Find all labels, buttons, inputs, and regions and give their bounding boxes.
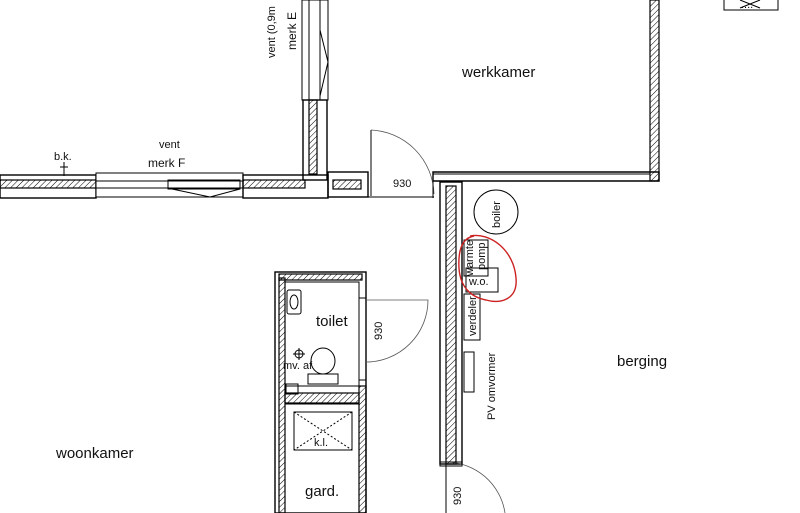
door-toilet-frame bbox=[358, 297, 367, 381]
kl-label: k.l. bbox=[314, 437, 328, 449]
merk-e-sash bbox=[319, 29, 329, 97]
markup-circle bbox=[458, 234, 517, 303]
washbasin bbox=[286, 289, 302, 315]
corner-tag-box bbox=[723, 0, 779, 11]
wall-merk-e-lower-hatch bbox=[308, 99, 318, 175]
toilet-wall-hatch-left bbox=[278, 277, 286, 513]
door-berging-swing bbox=[445, 461, 506, 513]
corner-tag-label: .... bbox=[741, 0, 753, 11]
mv-af-label: mv. af bbox=[283, 360, 313, 372]
north-wall-left-hatch bbox=[0, 179, 97, 189]
room-label-garderobe: gard. bbox=[305, 483, 339, 500]
toilet-east-wall-lower bbox=[358, 385, 367, 513]
north-wall-mid-hatch bbox=[242, 179, 306, 189]
kl-cupboard bbox=[293, 411, 353, 451]
berging-west-wall-hatch bbox=[445, 185, 457, 465]
boiler-label: boiler bbox=[491, 201, 503, 228]
warmtepomp-label-2: pomp bbox=[476, 242, 488, 270]
toilet-bowl bbox=[310, 347, 336, 375]
pv-omvormer-symbol bbox=[463, 351, 475, 393]
wo-label: w.o. bbox=[468, 276, 489, 288]
window-vent-f-label: vent bbox=[159, 139, 180, 151]
pv-omvormer-label: PV omvormer bbox=[486, 352, 498, 420]
room-label-werkkamer: werkkamer bbox=[461, 64, 535, 81]
door-toilet-swing bbox=[365, 299, 429, 363]
warmtepomp-symbol bbox=[463, 239, 489, 277]
toilet-cistern bbox=[307, 373, 339, 385]
verdeler-label: verdeler bbox=[467, 296, 479, 336]
kl-diag-1 bbox=[293, 411, 353, 451]
wo-symbol bbox=[465, 267, 499, 293]
window-merk-e-label: merk E bbox=[285, 12, 299, 50]
room-label-toilet: toilet bbox=[316, 313, 349, 330]
wall-merk-e-upper bbox=[301, 0, 329, 101]
washbasin-bowl bbox=[289, 294, 299, 310]
door-berging-width: 930 bbox=[452, 487, 464, 505]
bk-label: b.k. bbox=[54, 151, 72, 163]
merk-f-sash bbox=[171, 188, 241, 198]
meter-symbol bbox=[285, 383, 299, 395]
room-label-berging: berging bbox=[617, 353, 667, 370]
boiler-symbol bbox=[473, 189, 519, 235]
window-vent-e-label: vent (0,9m bbox=[266, 6, 278, 58]
werkkamer-south-wall bbox=[432, 171, 660, 182]
werkkamer-east-wall bbox=[649, 0, 660, 182]
merk-f-vent-frame bbox=[167, 179, 241, 190]
window-merk-f-label: merk F bbox=[148, 156, 185, 170]
door-berging-frame bbox=[439, 461, 463, 467]
warmtepomp-label-1: warmte bbox=[464, 240, 476, 277]
corner-tag-mark-2 bbox=[739, 0, 761, 9]
door-toilet-width: 930 bbox=[373, 322, 385, 340]
room-label-woonkamer: woonkamer bbox=[55, 445, 134, 462]
window-merk-f bbox=[95, 172, 244, 198]
north-wall-pier-hatch bbox=[332, 179, 362, 190]
kl-diag-2 bbox=[293, 411, 353, 451]
door-werkkamer-width: 930 bbox=[393, 178, 411, 190]
toilet-wall-hatch-top bbox=[278, 273, 363, 281]
north-wall-pier bbox=[327, 171, 369, 198]
